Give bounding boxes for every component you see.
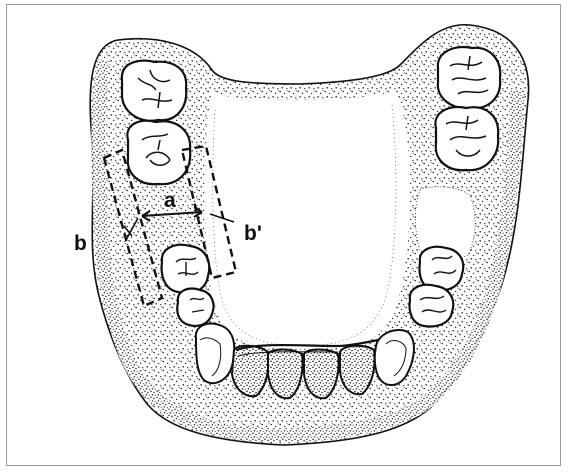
floor-of-mouth [205,90,410,349]
right-premolar-2 [410,285,454,327]
left-premolar-1 [162,245,210,293]
right-molar-upper [438,47,500,108]
left-molar-upper [122,61,186,121]
left-molar-lower [127,121,190,184]
label-b: b [74,232,87,255]
label-a: a [164,189,176,212]
right-molar-lower [435,107,498,170]
left-premolar-2 [177,289,213,326]
label-b-prime: b' [244,222,262,245]
